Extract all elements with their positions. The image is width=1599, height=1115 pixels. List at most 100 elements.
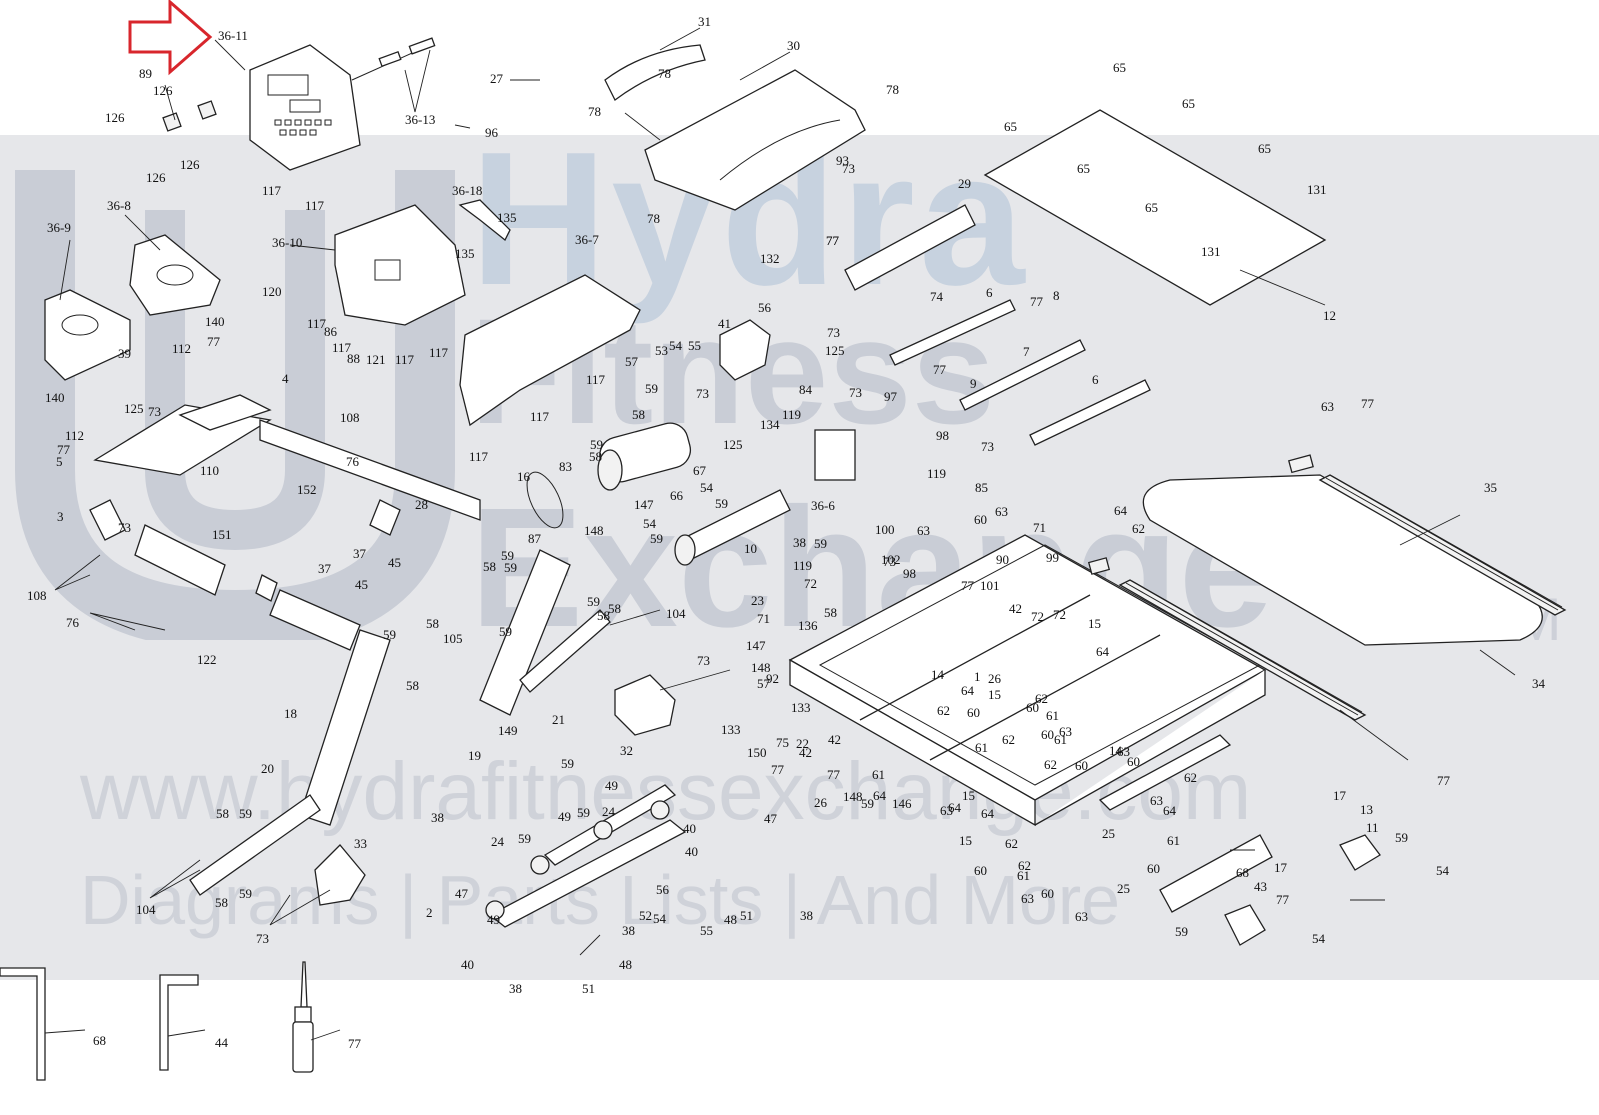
part-label: 61 xyxy=(872,767,885,782)
part-label: 54 xyxy=(1436,863,1450,878)
part-label: 146 xyxy=(892,796,912,811)
part-label: 59 xyxy=(239,886,252,901)
part-label: 73 xyxy=(849,385,862,400)
watermark-logo-icon xyxy=(15,170,455,640)
part-label: 62 xyxy=(1184,770,1197,785)
part-label: 126 xyxy=(180,157,200,172)
part-label: 62 xyxy=(1005,836,1018,851)
part-label: 119 xyxy=(793,558,812,573)
part-label: 18 xyxy=(284,706,297,721)
motor-cover-cap-31 xyxy=(604,44,706,101)
part-label: 149 xyxy=(498,723,518,738)
part-label: 29 xyxy=(958,176,971,191)
part-label: 117 xyxy=(586,372,606,387)
part-label: 62 xyxy=(1132,521,1145,536)
belt-16 xyxy=(526,471,564,529)
part-label: 62 xyxy=(937,703,950,718)
part-label: 59 xyxy=(1395,830,1408,845)
part-label: 104 xyxy=(136,902,156,917)
part-label: 77 xyxy=(771,762,785,777)
part-label: 59 xyxy=(561,756,574,771)
part-label: 11 xyxy=(1366,820,1379,835)
bracket-36-18 xyxy=(458,199,511,242)
part-label: 152 xyxy=(297,482,317,497)
part-label: 65 xyxy=(1113,60,1126,75)
part-label: 36-7 xyxy=(575,232,599,247)
part-label: 117 xyxy=(305,198,325,213)
part-label: 135 xyxy=(455,246,475,261)
part-label: 78 xyxy=(658,66,671,81)
part-label: 33 xyxy=(354,836,367,851)
part-label: 4 xyxy=(282,371,289,386)
part-label: 37 xyxy=(318,561,332,576)
cover-33 xyxy=(314,844,366,906)
part-label: 59 xyxy=(383,627,396,642)
part-label: 89 xyxy=(139,66,152,81)
part-label: 61 xyxy=(1046,708,1059,723)
part-label: 88 xyxy=(347,351,360,366)
part-label: 77 xyxy=(57,442,71,457)
part-label: 17 xyxy=(1274,860,1288,875)
part-label: 117 xyxy=(307,316,327,331)
part-label: 26 xyxy=(814,795,828,810)
part-label: 72 xyxy=(1053,607,1066,622)
part-label: 101 xyxy=(980,578,1000,593)
handrail-cover-36-7 xyxy=(459,274,641,427)
part-label: 117 xyxy=(429,345,449,360)
base-2 xyxy=(485,784,687,928)
part-label: 62 xyxy=(1002,732,1015,747)
part-label: 64 xyxy=(873,788,887,803)
part-label: 119 xyxy=(927,466,946,481)
part-label: 38 xyxy=(431,810,444,825)
part-label: 151 xyxy=(212,527,232,542)
part-label: 65 xyxy=(1258,141,1271,156)
part-label: 108 xyxy=(27,588,47,603)
part-label: 73 xyxy=(981,439,994,454)
part-label: 9 xyxy=(970,376,977,391)
part-label: 36-9 xyxy=(47,220,71,235)
part-label: 25 xyxy=(1117,881,1130,896)
part-label: 52 xyxy=(639,908,652,923)
part-label: 54 xyxy=(1312,931,1326,946)
part-label: 47 xyxy=(455,886,469,901)
console-assembly xyxy=(162,37,436,171)
allen-key-114 xyxy=(159,974,199,1071)
part-number-labels: 36-118912612612612611711736-132796313078… xyxy=(27,14,1546,1051)
part-label: 40 xyxy=(461,957,474,972)
part-label: 24 xyxy=(491,834,505,849)
part-label: 6 xyxy=(986,285,993,300)
part-label: 36-11 xyxy=(218,28,248,43)
part-label: 117 xyxy=(530,409,550,424)
part-label: 140 xyxy=(45,390,65,405)
part-label: 104 xyxy=(666,606,686,621)
part-label: 117 xyxy=(395,352,415,367)
part-label: 102 xyxy=(881,552,901,567)
part-label: 60 xyxy=(967,705,980,720)
part-label: 47 xyxy=(764,811,778,826)
running-belt-13 xyxy=(1142,474,1543,646)
rear-roller-11 xyxy=(1159,834,1273,913)
part-label: 63 xyxy=(917,523,930,538)
controller-84 xyxy=(719,319,771,381)
part-label: 16 xyxy=(517,469,531,484)
part-label: 122 xyxy=(197,652,217,667)
part-label: 77 xyxy=(348,1036,362,1051)
part-label: 126 xyxy=(153,83,173,98)
screwdriver-113 xyxy=(292,961,314,1073)
part-label: 133 xyxy=(721,722,741,737)
part-label: 10 xyxy=(744,541,757,556)
part-label: 77 xyxy=(1361,396,1375,411)
part-label: 59 xyxy=(814,536,827,551)
part-label: 59 xyxy=(645,381,658,396)
part-label: 53 xyxy=(655,343,668,358)
lower-arm-20 xyxy=(189,794,321,896)
part-label: 68 xyxy=(93,1033,106,1048)
part-label: 34 xyxy=(1532,676,1546,691)
part-label: 36-6 xyxy=(811,498,835,513)
part-label: 27 xyxy=(490,71,504,86)
part-label: 73 xyxy=(256,931,269,946)
part-label: 65 xyxy=(1145,200,1158,215)
part-label: 117 xyxy=(469,449,489,464)
part-label: 147 xyxy=(634,497,654,512)
rear-frame-29 xyxy=(844,204,976,291)
